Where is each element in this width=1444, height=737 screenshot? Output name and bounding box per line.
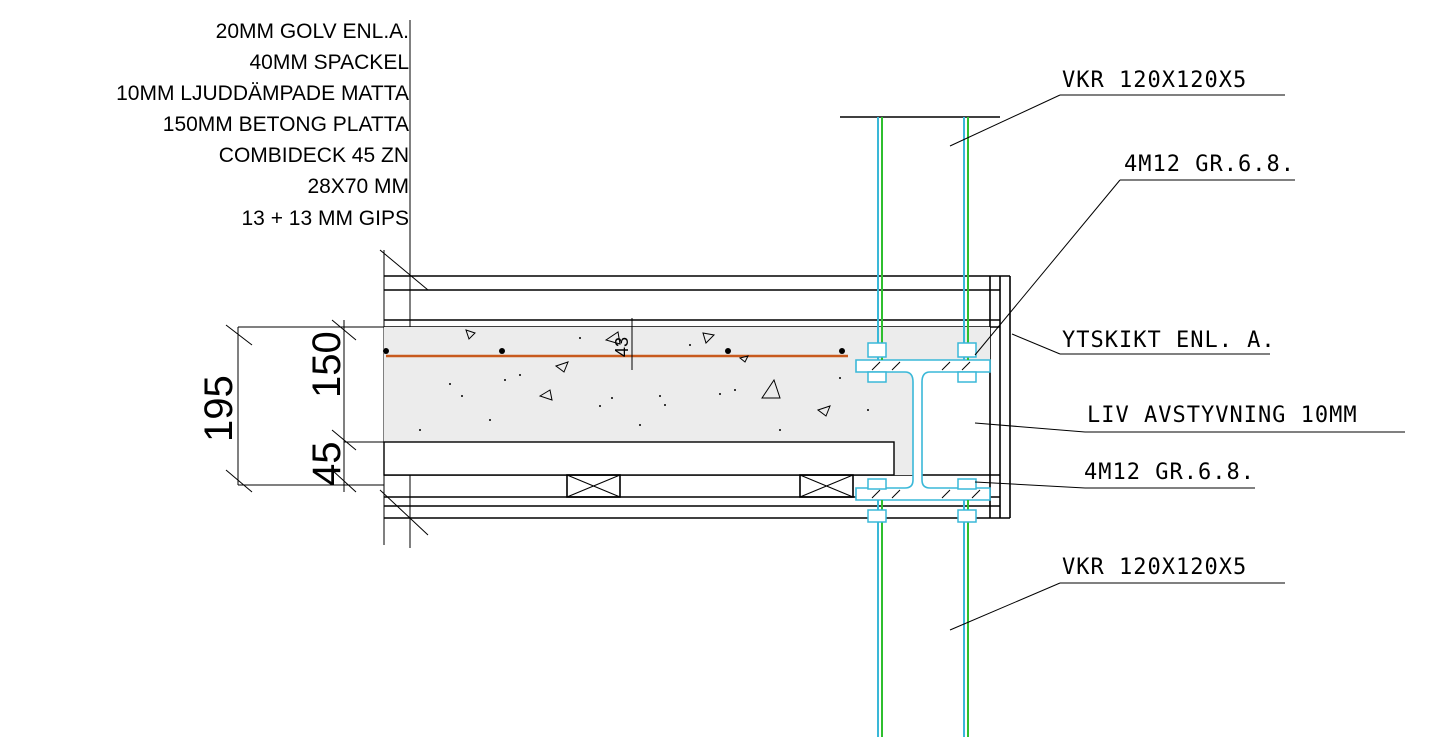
layer-label-deck: COMBIDECK 45 ZN [219,144,409,167]
bolt [957,509,977,523]
dimension-deck: 45 [305,442,349,487]
callout-bottom-bolts: 4M12 GR.6.8. [1084,460,1255,485]
bolt [957,371,977,383]
bolt [867,478,887,490]
bolt [867,509,887,523]
callout-labels: VKR 120X120X5 4M12 GR.6.8. YTSKIKT ENL. … [1062,68,1358,580]
concrete-slab [383,327,990,476]
dimension-total: 195 [197,375,241,442]
bolt [957,478,977,490]
layer-labels: 20MM GOLV ENL.A. 40MM SPACKEL 10MM LJUDD… [116,20,409,230]
layer-label-concrete-slab: 150MM BETONG PLATTA [163,113,409,136]
bolts [867,342,977,523]
layer-label-gypsum: 13 + 13 MM GIPS [242,207,410,230]
layer-label-floor: 20MM GOLV ENL.A. [216,20,409,43]
steel-beam [855,359,991,501]
dimension-values: 195 150 45 43 [197,331,632,486]
callout-surface: YTSKIKT ENL. A. [1062,328,1276,353]
layer-label-acoustic-mat: 10MM LJUDDÄMPADE MATTA [116,82,409,105]
column-top [840,116,1000,360]
column-bottom [877,500,969,737]
layer-label-battens: 28X70 MM [307,175,409,198]
callout-top-column: VKR 120X120X5 [1062,68,1247,93]
callout-bottom-column: VKR 120X120X5 [1062,555,1247,580]
callout-top-bolts: 4M12 GR.6.8. [1124,152,1295,177]
callout-leaders [949,94,1405,631]
bolt [957,342,977,358]
bolt [867,371,887,383]
dimension-slab: 150 [305,331,349,398]
battens [566,474,854,498]
layer-label-screed: 40MM SPACKEL [250,51,410,74]
bolt [867,342,887,358]
dimension-lines [225,318,633,493]
callout-web-stiffener: LIV AVSTYVNING 10MM [1087,403,1358,428]
dimension-rebar-cover: 43 [612,337,632,357]
